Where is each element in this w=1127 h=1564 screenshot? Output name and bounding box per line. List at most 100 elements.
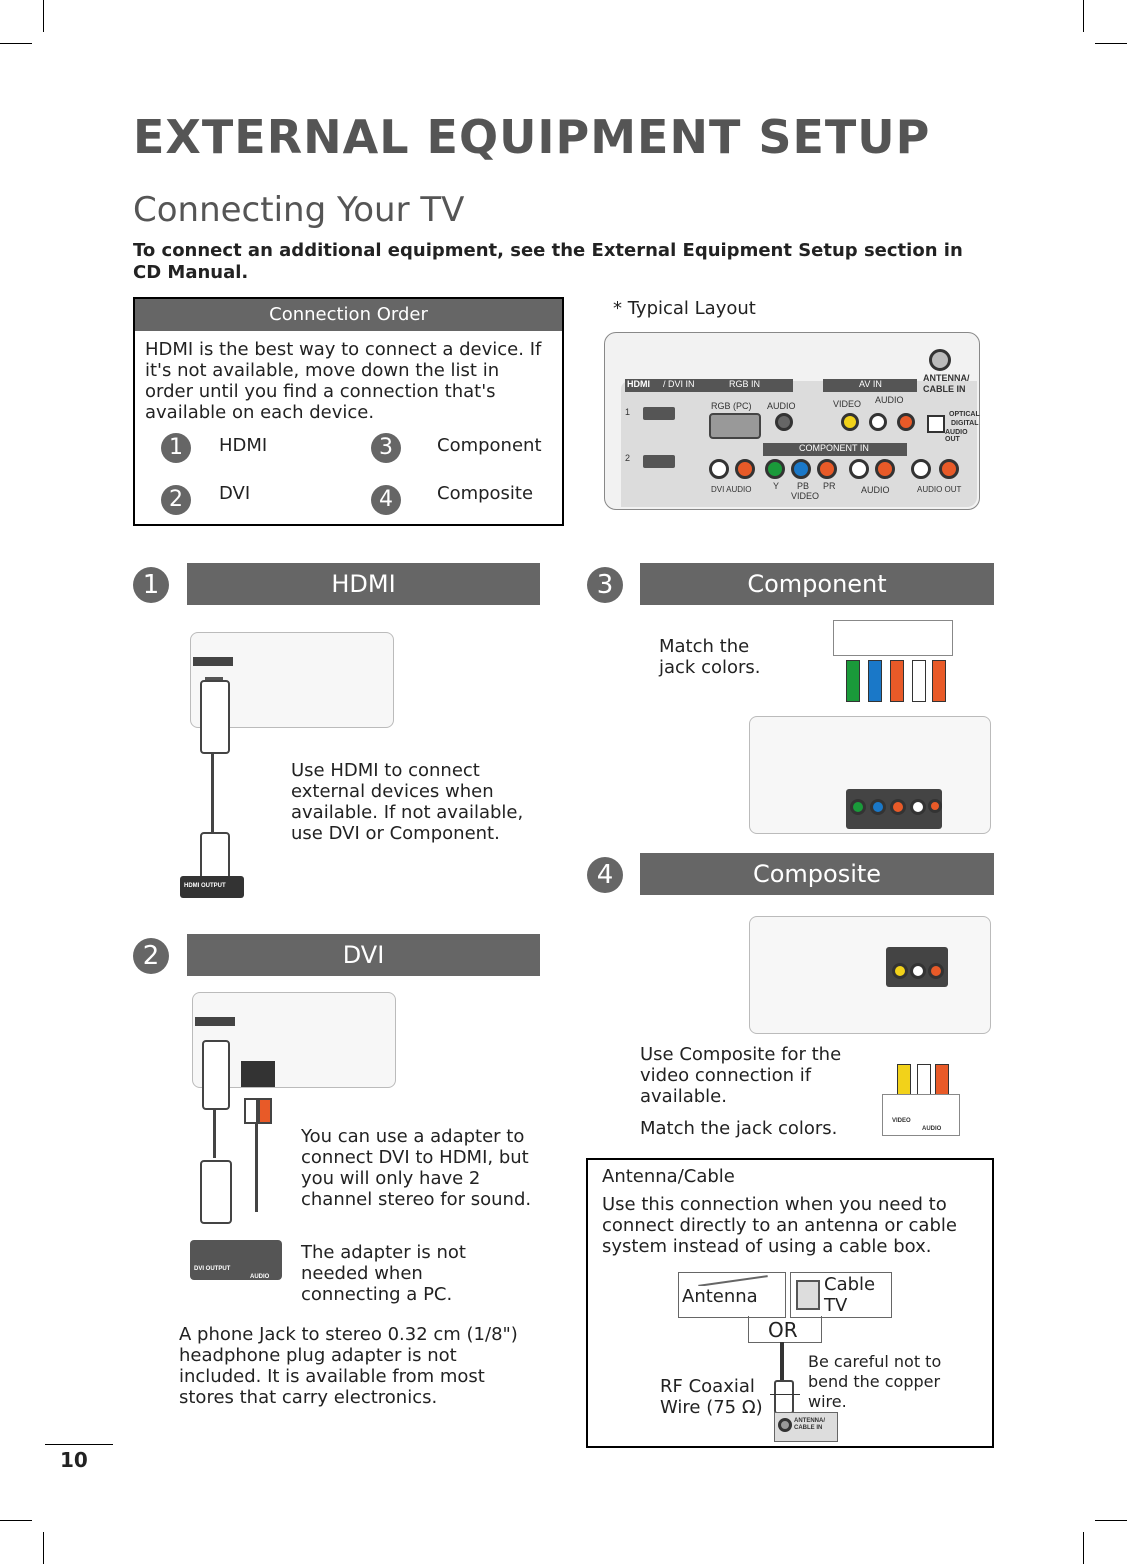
coax-cable [780, 1342, 784, 1402]
pb-jack [870, 799, 886, 815]
out-audio-r [939, 459, 959, 479]
label-dvi-in: / DVI IN [663, 379, 695, 389]
plug-red [935, 1064, 949, 1096]
label-port1: 1 [625, 407, 631, 417]
out-audio-l [911, 459, 931, 479]
crop-mark [1095, 1520, 1127, 1521]
coax-connector [774, 1380, 794, 1414]
antenna-port-label: ANTENNA/ CABLE IN [794, 1418, 825, 1431]
order-num-4: 4 [371, 485, 401, 515]
or-label: OR [768, 1318, 798, 1342]
comp-audio-l [849, 459, 869, 479]
hdmi-label-bar [193, 657, 233, 666]
order-num-3: 3 [371, 433, 401, 463]
label-audio-out: AUDIO OUT [917, 485, 962, 494]
order-num-1: 1 [161, 433, 191, 463]
page-number: 10 [60, 1448, 88, 1472]
dvi-output-label: DVI OUTPUT [194, 1266, 231, 1272]
video-jack [892, 963, 908, 979]
composite-video-label: VIDEO [892, 1118, 911, 1124]
order-num-2: 2 [161, 485, 191, 515]
connection-order-box: Connection Order HDMI is the best way to… [133, 297, 564, 526]
antenna-label: Antenna [682, 1286, 758, 1307]
audio-l-jack [910, 963, 926, 979]
plug-yellow [897, 1064, 911, 1096]
label-digital: DIGITAL [951, 420, 979, 427]
component-device [833, 620, 953, 656]
plug-red [890, 660, 904, 702]
component-diagram-panel [749, 716, 991, 834]
dvi-audio-label: AUDIO [250, 1274, 270, 1280]
hdmi-plug-bottom [200, 832, 230, 880]
composite-text-1: Use Composite for the video connection i… [640, 1044, 842, 1107]
comp-pr-jack [817, 459, 837, 479]
label-audio-out-top: AUDIO OUT [945, 429, 968, 443]
av-header-bar [823, 379, 917, 392]
order-label-hdmi: HDMI [219, 435, 268, 456]
dvi-output-device [190, 1240, 282, 1280]
hdmi-text: Use HDMI to connect external devices whe… [291, 760, 524, 844]
antenna-jack [929, 349, 951, 371]
comp-y-jack [765, 459, 785, 479]
label-av-video: VIDEO [833, 399, 862, 409]
coax-label: RF Coaxial Wire (75 Ω) [660, 1376, 763, 1418]
typical-layout-caption: * Typical Layout [613, 298, 756, 319]
hdmi-output-label: HDMI OUTPUT [184, 883, 226, 889]
audio-plug-white [244, 1098, 258, 1124]
label-av-in: AV IN [859, 379, 882, 389]
audio-l-jack [910, 799, 926, 815]
hdmi-label-bar [195, 1017, 235, 1026]
dvi-text-1: You can use a adapter to connect DVI to … [301, 1126, 532, 1210]
comp-pb-jack [791, 459, 811, 479]
component-header-bar [763, 443, 907, 456]
order-label-composite: Composite [437, 483, 534, 504]
label-rgb-audio: AUDIO [767, 401, 796, 411]
label-component-in: COMPONENT IN [799, 443, 869, 453]
section-heading-component: Component [640, 563, 994, 605]
y-jack [850, 799, 866, 815]
label-comp-audio: AUDIO [861, 485, 890, 495]
wall-plate-icon [796, 1280, 820, 1310]
hdmi-cable [211, 752, 214, 832]
section-heading-composite: Composite [640, 853, 994, 895]
audio-l-jack [869, 413, 887, 431]
label-y: Y [773, 481, 780, 491]
antenna-text: Use this connection when you need to con… [602, 1194, 957, 1257]
composite-diagram-panel [749, 916, 991, 1034]
hdmi-port-2 [643, 455, 675, 468]
label-port2: 2 [625, 453, 631, 463]
section-num-hdmi: 1 [133, 567, 169, 603]
section-num-composite: 4 [587, 857, 623, 893]
coax-pointer [770, 1394, 800, 1395]
page-subtitle: Connecting Your TV [133, 190, 465, 230]
antenna-jack [778, 1418, 792, 1432]
label-cable-in: CABLE IN [923, 384, 966, 394]
audio-r-jack [928, 963, 944, 979]
dvi-text-2: The adapter is not needed when connectin… [301, 1242, 466, 1305]
hdmi-plug [202, 1040, 230, 1110]
optical-port [927, 415, 945, 433]
audio-cable [255, 1122, 258, 1212]
section-num-dvi: 2 [133, 938, 169, 974]
pr-jack [890, 799, 906, 815]
or-bracket [748, 1316, 822, 1343]
hdmi-output-device [180, 876, 244, 898]
dvi-audio-l [709, 459, 729, 479]
page-rule [45, 1444, 113, 1445]
dvi-audio-block [241, 1061, 275, 1087]
composite-text-2: Match the jack colors. [640, 1118, 838, 1139]
dvi-cable [213, 1108, 216, 1158]
audio-r-jack [928, 799, 942, 813]
label-rgb-pc: RGB (PC) [711, 401, 752, 411]
label-av-audio: AUDIO [875, 395, 904, 405]
crop-mark [1095, 43, 1127, 44]
audio-r-jack [897, 413, 915, 431]
antenna-cable-box: Antenna/Cable Use this connection when y… [586, 1158, 994, 1448]
hdmi-plug-top [200, 680, 230, 754]
crop-mark [1083, 0, 1084, 32]
order-label-dvi: DVI [219, 483, 251, 504]
section-num-component: 3 [587, 567, 623, 603]
section-heading-hdmi: HDMI [187, 563, 540, 605]
antenna-frame [678, 1272, 786, 1318]
plug-green [846, 660, 860, 702]
